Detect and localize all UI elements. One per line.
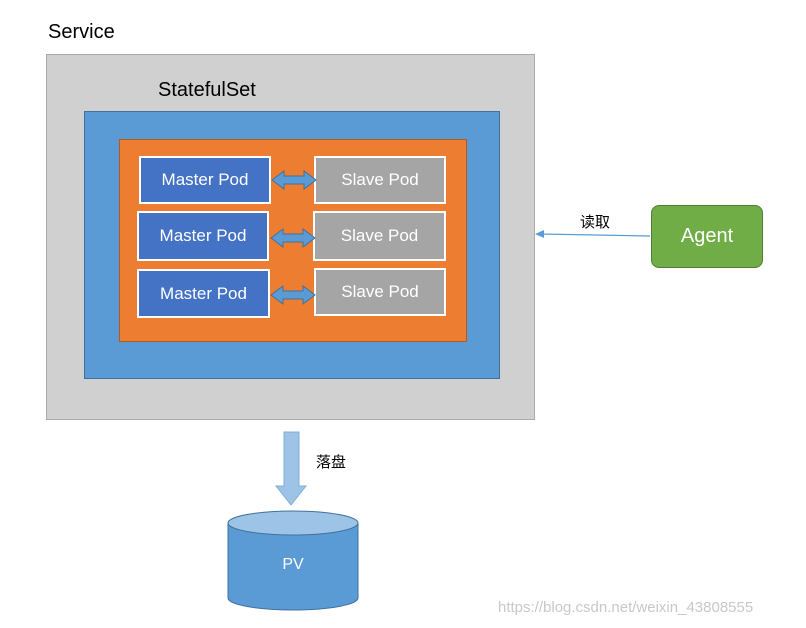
flush-arrow xyxy=(274,431,308,506)
watermark-text: https://blog.csdn.net/weixin_43808555 xyxy=(498,599,754,616)
master-pod-1: Master Pod xyxy=(139,156,271,204)
pv-cylinder xyxy=(227,510,359,611)
slave-pod-2-label: Slave Pod xyxy=(340,226,419,245)
agent-label: Agent xyxy=(680,225,734,247)
sync-arrow-2 xyxy=(270,228,316,248)
service-label: Service xyxy=(48,21,115,43)
master-pod-2: Master Pod xyxy=(137,211,269,261)
agent-node: Agent xyxy=(651,205,763,268)
master-pod-2-label: Master Pod xyxy=(159,226,247,245)
master-pod-3: Master Pod xyxy=(137,269,270,318)
read-label: 读取 xyxy=(580,214,611,231)
pv-label: PV xyxy=(282,556,304,573)
slave-pod-1: Slave Pod xyxy=(314,156,446,204)
read-arrow xyxy=(535,230,651,238)
slave-pod-3-label: Slave Pod xyxy=(341,282,419,301)
master-pod-3-label: Master Pod xyxy=(160,283,247,303)
statefulset-label: StatefulSet xyxy=(158,79,256,101)
slave-pod-1-label: Slave Pod xyxy=(341,170,419,189)
sync-arrow-3 xyxy=(270,285,316,305)
flush-label: 落盘 xyxy=(316,454,347,471)
master-pod-1-label: Master Pod xyxy=(161,170,249,189)
slave-pod-2: Slave Pod xyxy=(313,211,446,261)
slave-pod-3: Slave Pod xyxy=(314,268,446,316)
sync-arrow-1 xyxy=(271,170,317,190)
